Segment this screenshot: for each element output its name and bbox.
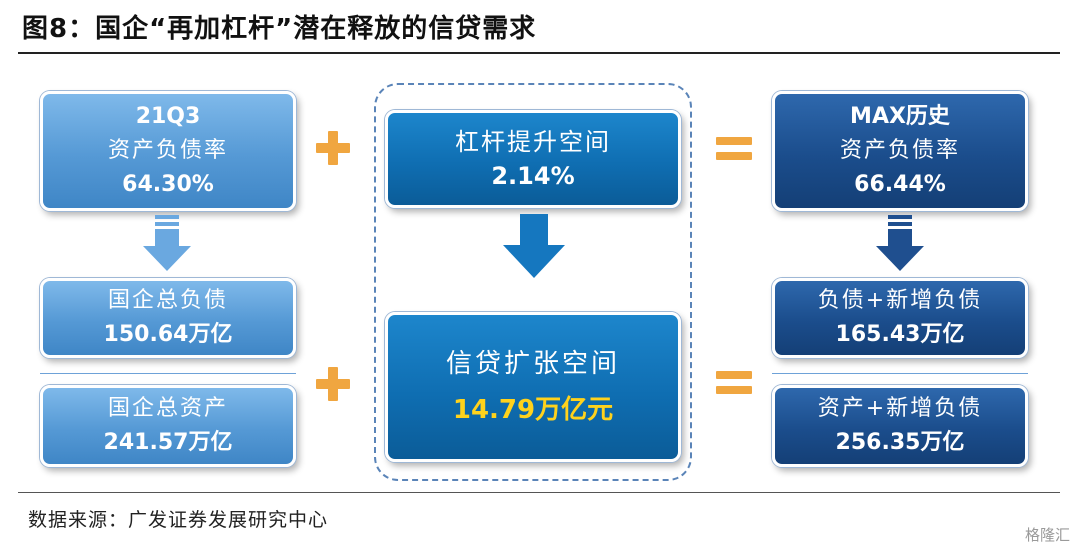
right-bottom-label: 资产+新增负债 xyxy=(817,396,983,421)
left-mid-label: 国企总负债 xyxy=(107,288,228,313)
right-bottom-box: 资产+新增负债 256.35万亿 xyxy=(772,385,1028,467)
right-mid-box: 负债+新增负债 165.43万亿 xyxy=(772,278,1028,358)
right-down-arrow-icon xyxy=(876,215,924,271)
center-bottom-value: 14.79万亿元 xyxy=(452,395,614,425)
center-bottom-box: 信贷扩张空间 14.79万亿元 xyxy=(385,312,681,462)
left-top-value: 64.30% xyxy=(122,172,214,197)
left-top-label: 资产负债率 xyxy=(107,138,228,163)
right-top-label: 资产负债率 xyxy=(839,138,960,163)
left-mid-value: 150.64万亿 xyxy=(103,322,233,347)
footer-rule xyxy=(18,492,1060,493)
center-top-label: 杠杆提升空间 xyxy=(455,128,611,156)
left-top-period: 21Q3 xyxy=(135,104,201,129)
left-bottom-value: 241.57万亿 xyxy=(103,430,233,455)
right-divider xyxy=(772,373,1028,374)
title-rule xyxy=(18,52,1060,54)
right-top-box: MAX历史 资产负债率 66.44% xyxy=(772,91,1028,211)
center-dashed-frame xyxy=(374,83,692,481)
source-note: 数据来源：广发证券发展研究中心 xyxy=(28,509,329,531)
center-top-value: 2.14% xyxy=(491,162,575,190)
watermark: 格隆汇 xyxy=(1024,526,1070,544)
right-top-heading: MAX历史 xyxy=(850,104,950,129)
left-divider xyxy=(40,373,296,374)
left-down-arrow-icon xyxy=(143,215,191,271)
equals-icon-bottom xyxy=(716,371,752,394)
left-bottom-box: 国企总资产 241.57万亿 xyxy=(40,385,296,467)
right-top-value: 66.44% xyxy=(854,172,946,197)
center-down-arrow-icon xyxy=(503,214,565,278)
plus-icon-top xyxy=(316,131,350,165)
right-bottom-value: 256.35万亿 xyxy=(835,430,965,455)
left-mid-box: 国企总负债 150.64万亿 xyxy=(40,278,296,358)
center-bottom-label: 信贷扩张空间 xyxy=(445,349,620,379)
left-bottom-label: 国企总资产 xyxy=(107,396,228,421)
left-top-box: 21Q3 资产负债率 64.30% xyxy=(40,91,296,211)
right-mid-label: 负债+新增负债 xyxy=(817,288,983,313)
equals-icon-top xyxy=(716,137,752,160)
right-mid-value: 165.43万亿 xyxy=(835,322,965,347)
figure-title: 图8：国企“再加杠杆”潜在释放的信贷需求 xyxy=(22,14,537,44)
center-top-box: 杠杆提升空间 2.14% xyxy=(385,110,681,208)
plus-icon-bottom xyxy=(316,367,350,401)
